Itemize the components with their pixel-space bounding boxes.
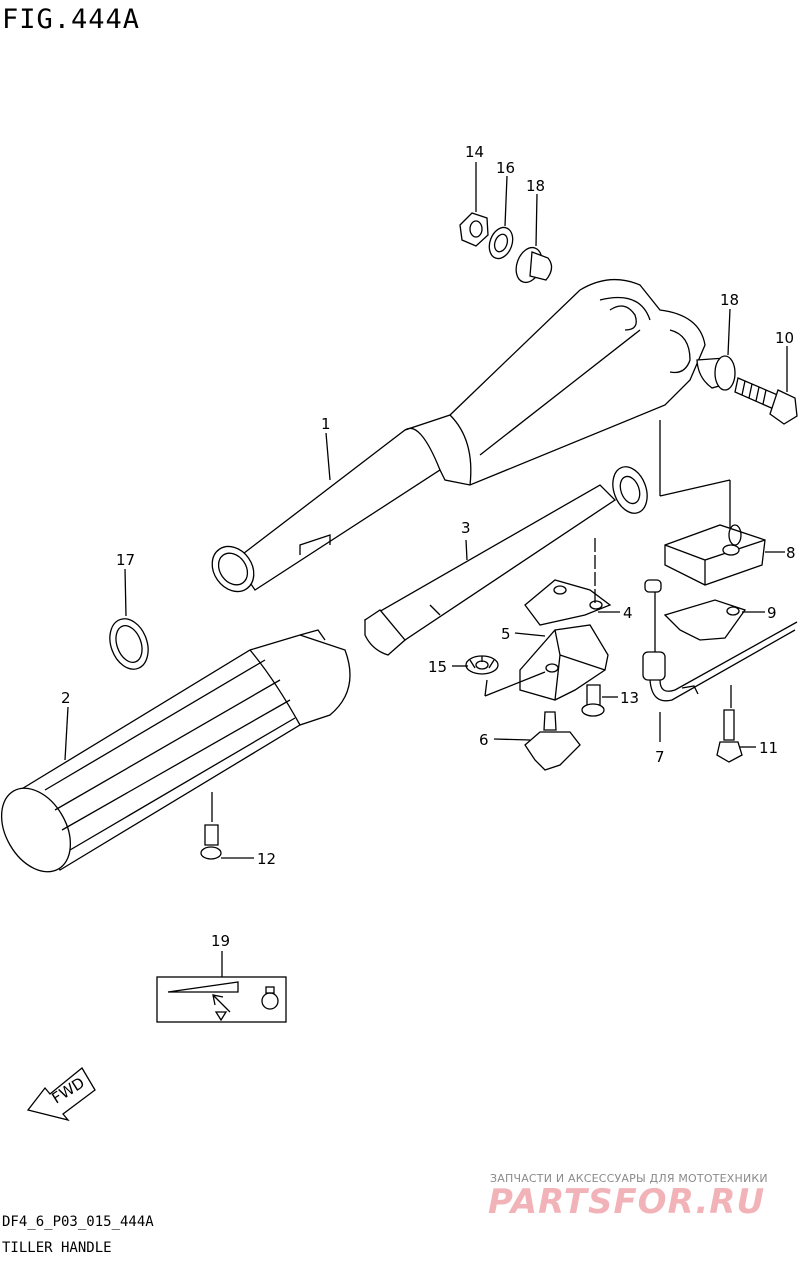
callout-5: 5 (501, 625, 511, 643)
part-decal-19[interactable] (156, 976, 287, 1023)
callout-16: 16 (496, 159, 515, 177)
figure-name: TILLER HANDLE (2, 1240, 112, 1256)
callout-1: 1 (321, 415, 331, 433)
figure-code: DF4_6_P03_015_444A (2, 1214, 154, 1230)
part-tiller-arm[interactable] (204, 278, 706, 600)
figure-title: FIG.444A (2, 4, 141, 35)
part-o-ring[interactable] (103, 613, 155, 674)
part-bushing-18-right[interactable] (696, 355, 736, 391)
part-bushing-18-top[interactable] (512, 244, 553, 286)
callout-18-top: 18 (526, 177, 545, 195)
part-screw-13[interactable] (581, 684, 605, 717)
watermark-tagline: ЗАПЧАСТИ И АКСЕССУАРЫ ДЛЯ МОТОТЕХНИКИ (490, 1172, 768, 1185)
callout-11: 11 (759, 739, 778, 757)
part-screw-12[interactable] (200, 824, 222, 860)
callout-9: 9 (767, 604, 777, 622)
callout-10: 10 (775, 329, 794, 347)
part-stop-cable-7[interactable] (642, 579, 798, 702)
callout-13: 13 (620, 689, 639, 707)
fwd-arrow-icon: FWD (26, 1067, 96, 1122)
callout-12: 12 (257, 850, 276, 868)
callout-labels: 1 2 3 4 5 6 7 8 9 10 11 12 13 14 15 16 1… (61, 143, 796, 950)
callout-3: 3 (461, 519, 471, 537)
part-knob-6[interactable] (524, 711, 581, 771)
part-bolt-10[interactable] (734, 377, 798, 425)
callout-4: 4 (623, 604, 633, 622)
part-friction-block-5[interactable] (519, 624, 609, 701)
part-bolt-11[interactable] (716, 709, 743, 763)
leader-lines (64, 162, 788, 977)
part-nut-14[interactable] (459, 212, 489, 247)
callout-6: 6 (479, 731, 489, 749)
part-stop-bracket-8[interactable] (664, 524, 766, 586)
watermark-logo: PARTSFOR.RU (488, 1182, 766, 1222)
part-plate-4[interactable] (524, 579, 612, 626)
callout-2: 2 (61, 689, 71, 707)
callout-7: 7 (655, 748, 665, 766)
part-bracket-9[interactable] (663, 599, 747, 641)
part-throttle-shaft[interactable] (364, 462, 653, 656)
part-washer-16[interactable] (485, 224, 517, 262)
callout-15: 15 (428, 658, 447, 676)
callout-8: 8 (786, 544, 796, 562)
callout-18-right: 18 (720, 291, 739, 309)
callout-19: 19 (211, 932, 230, 950)
part-throttle-grip[interactable] (0, 629, 351, 884)
part-clip-15[interactable] (465, 655, 499, 675)
callout-17: 17 (116, 551, 135, 569)
callout-14: 14 (465, 143, 484, 161)
